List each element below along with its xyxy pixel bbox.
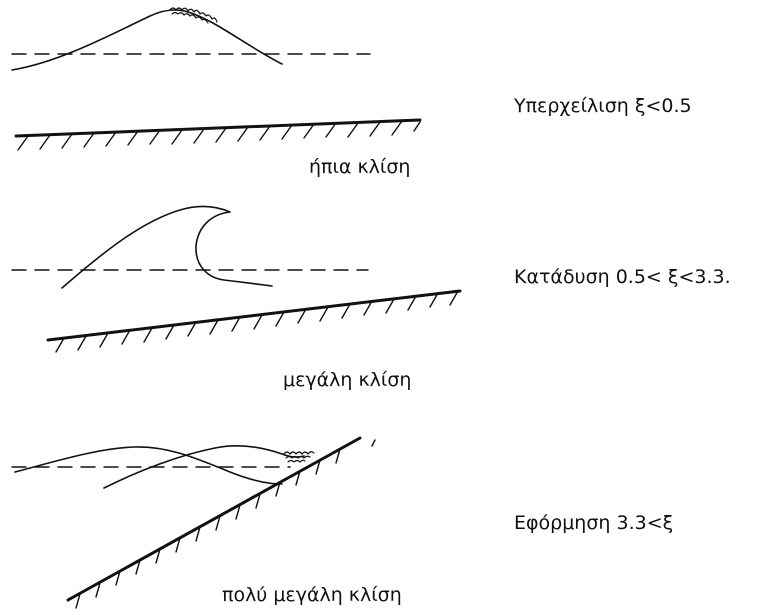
- sea-bed-mild-slope: [14, 118, 422, 138]
- panel-plunging: [11, 205, 462, 353]
- breaker-type-plunging-label: Κατάδυση 0.5< ξ<3.3.: [514, 266, 731, 288]
- plunging-wave-profile: [61, 205, 273, 289]
- slope-label-steep: μεγάλη κλίση: [283, 369, 412, 391]
- spilling-foam-icon: [169, 7, 218, 24]
- sea-bed-very-steep-slope: [66, 436, 362, 602]
- surging-foam-icon: [283, 451, 315, 463]
- panel-spilling: [11, 7, 422, 151]
- sea-bed-steep-slope: [46, 289, 462, 342]
- slope-label-very-steep: πολύ μεγάλη κλίση: [222, 584, 402, 606]
- surging-wave-profile-1: [14, 446, 283, 485]
- bed-hatching-2: [55, 290, 459, 353]
- bed-hatching-3: [75, 448, 341, 609]
- breaker-type-surging-label: Εφόρμηση 3.3<ξ: [514, 512, 674, 534]
- spilling-wave-profile: [11, 9, 283, 71]
- breaker-type-spilling-label: Υπερχείλιση ξ<0.5: [514, 95, 692, 117]
- panel-surging: [11, 436, 376, 609]
- bed-hatching-1: [17, 120, 421, 151]
- slope-label-mild: ήπια κλίση: [309, 156, 411, 178]
- slope-tick-mark: [371, 439, 376, 447]
